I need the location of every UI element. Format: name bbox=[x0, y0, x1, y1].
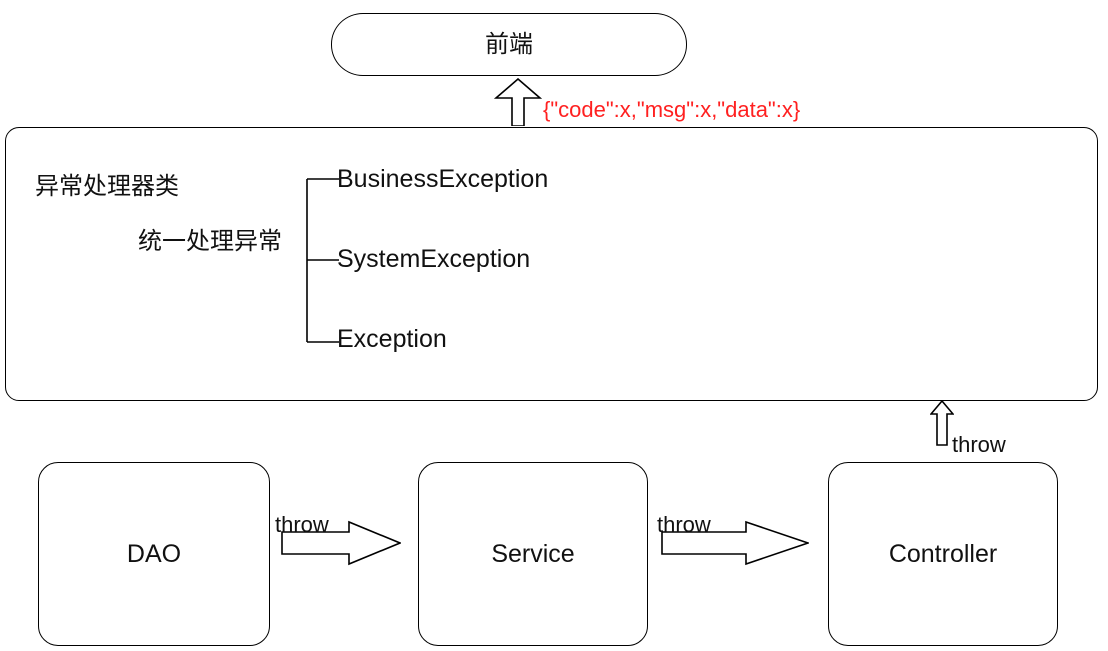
node-dao[interactable]: DAO bbox=[38, 462, 270, 646]
node-dao-label: DAO bbox=[126, 539, 182, 568]
arrow-handler-to-frontend bbox=[494, 78, 542, 126]
exception-bracket bbox=[306, 178, 339, 343]
arrow-controller-to-handler bbox=[930, 400, 954, 446]
node-service-label: Service bbox=[491, 539, 575, 568]
node-controller-label: Controller bbox=[888, 539, 998, 568]
arrow-dao-to-service bbox=[281, 520, 401, 566]
edge-label-throw-service-controller: throw bbox=[657, 512, 711, 537]
edge-label-throw-dao-service: throw bbox=[275, 512, 329, 537]
node-controller[interactable]: Controller bbox=[828, 462, 1058, 646]
exception-item-business: BusinessException bbox=[337, 165, 549, 193]
node-exception-handler[interactable] bbox=[5, 127, 1098, 401]
exception-item-system: SystemException bbox=[337, 245, 531, 273]
node-frontend-label: 前端 bbox=[485, 30, 533, 58]
edge-label-json-response: {"code":x,"msg":x,"data":x} bbox=[543, 97, 801, 122]
handler-subtitle-label: 统一处理异常 bbox=[138, 228, 282, 255]
handler-title-label: 异常处理器类 bbox=[35, 173, 179, 200]
exception-item-exception: Exception bbox=[337, 325, 447, 353]
edge-label-throw-controller-handler: throw bbox=[952, 432, 1006, 457]
arrow-service-to-controller bbox=[661, 520, 809, 566]
node-frontend[interactable]: 前端 bbox=[331, 13, 687, 76]
node-service[interactable]: Service bbox=[418, 462, 648, 646]
